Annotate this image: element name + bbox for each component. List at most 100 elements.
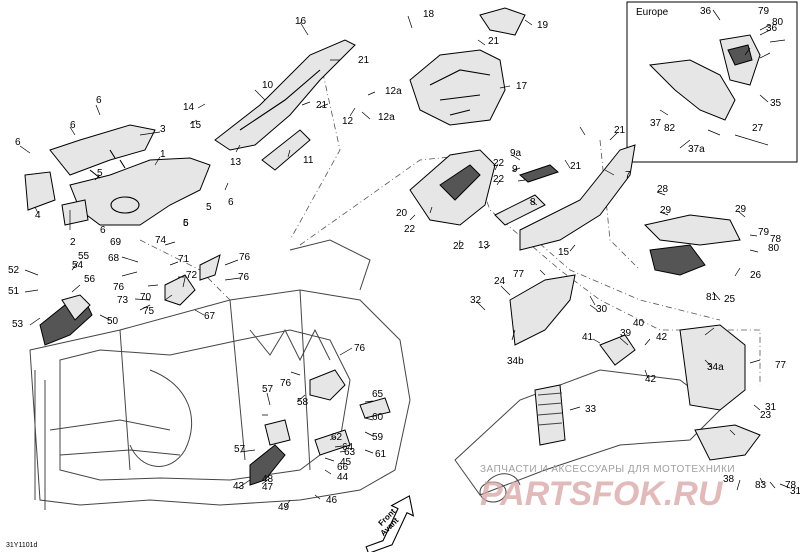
callout-76: 76 [113,282,125,293]
callout-3: 3 [160,124,166,135]
callout-41: 41 [582,332,594,343]
callout-45: 45 [340,457,352,468]
seat-base [409,7,526,126]
callout-6: 6 [96,95,102,106]
callout-79: 79 [758,227,770,238]
callout-5: 5 [183,218,189,229]
callout-62: 62 [331,432,343,443]
callout-25: 25 [724,294,736,305]
front-direction-arrow: Front Avant [365,495,415,552]
callout-61: 61 [375,449,387,460]
callout-18: 18 [423,9,435,20]
callout-69: 69 [110,237,122,248]
callout-71: 71 [178,254,190,265]
callout-22: 22 [493,174,505,185]
watermark-top-text: ЗАПЧАСТИ И АКСЕССУАРЫ ДЛЯ МОТОТЕХНИКИ [480,464,735,475]
callout-16: 16 [295,16,307,27]
callout-51: 51 [8,286,20,297]
watermark: ЗАПЧАСТИ И АКСЕССУАРЫ ДЛЯ МОТОТЕХНИКИ PA… [480,464,735,513]
watermark-logo-text: PARTSFOK.RU [480,475,724,513]
callout-67: 67 [204,311,216,322]
callout-22: 22 [404,224,416,235]
callout-74: 74 [155,235,167,246]
callout-13: 13 [478,240,490,251]
callout-80: 80 [772,17,784,28]
callout-56: 56 [84,274,96,285]
callout-28: 28 [657,184,669,195]
callout-4: 4 [35,210,41,221]
callout-11: 11 [303,155,314,166]
europe-inset-parts [648,34,761,121]
callout-66: 66 [337,462,349,473]
rear-fender-assembly [409,144,636,251]
callout-48: 48 [262,474,274,485]
callout-7: 7 [625,170,631,181]
callout-12a: 12a [378,112,395,123]
callout-6: 6 [183,218,189,229]
callout-81: 81 [706,292,718,303]
callout-6: 6 [228,197,234,208]
callout-9: 9 [512,164,518,175]
callout-34b: 34b [507,356,524,367]
callout-6: 6 [15,137,21,148]
callout-29: 29 [735,204,747,215]
callout-52: 52 [8,265,20,276]
callout-37: 37 [650,118,662,129]
callout-19: 19 [537,20,549,31]
swing-arm [454,369,721,503]
callout-1: 1 [160,149,166,160]
callout-36: 36 [700,6,712,17]
callout-37a: 37a [688,144,705,155]
callout-26: 26 [750,270,762,281]
callout-21: 21 [358,55,370,66]
callout-47: 47 [262,482,274,493]
figure-code: 31Y1101d [6,542,38,549]
callout-8: 8 [530,197,536,208]
footrest-assembly [39,254,636,486]
callout-82: 82 [664,123,676,134]
callout-63: 63 [344,447,356,458]
side-panel-assembly [214,39,356,171]
callout-9a: 9a [510,148,522,159]
callout-54: 54 [72,260,84,271]
callout-15: 15 [558,247,570,258]
callout-78: 78 [770,234,782,245]
callout-76: 76 [239,252,251,263]
callout-31: 31 [765,402,777,413]
europe-inset-title: Europe [636,7,669,18]
callout-12: 12 [342,116,354,127]
callout-73: 73 [117,295,129,306]
callout-22: 22 [453,241,465,252]
inner-panel-assembly [24,124,211,226]
callout-53: 53 [12,319,24,330]
callout-40: 40 [633,318,645,329]
callout-numbers: 12345556666667899a10111212a12a1313141515… [8,6,800,513]
callout-80: 80 [768,243,780,254]
callout-leaders [19,9,791,509]
callout-2: 2 [70,237,76,248]
callout-60: 60 [372,412,384,423]
callout-49: 49 [278,502,290,513]
callout-64: 64 [342,442,354,453]
callout-5: 5 [97,168,103,179]
callout-77: 77 [513,269,525,280]
callout-35: 35 [770,98,782,109]
callout-22: 22 [493,158,505,169]
callout-70: 70 [140,292,152,303]
callout-33: 33 [585,404,597,415]
callout-34a: 34a [707,362,724,373]
callout-39: 39 [620,328,632,339]
callout-14: 14 [183,102,195,113]
callout-6: 6 [70,120,76,131]
callout-32: 32 [470,295,482,306]
callout-24: 24 [494,276,506,287]
callout-55: 55 [78,251,90,262]
callout-77: 77 [775,360,787,371]
callout-17: 17 [516,81,528,92]
callout-57: 57 [262,384,274,395]
callout-42: 42 [645,374,657,385]
callout-15: 15 [190,120,202,131]
callout-29: 29 [660,205,672,216]
callout-76: 76 [354,343,366,354]
